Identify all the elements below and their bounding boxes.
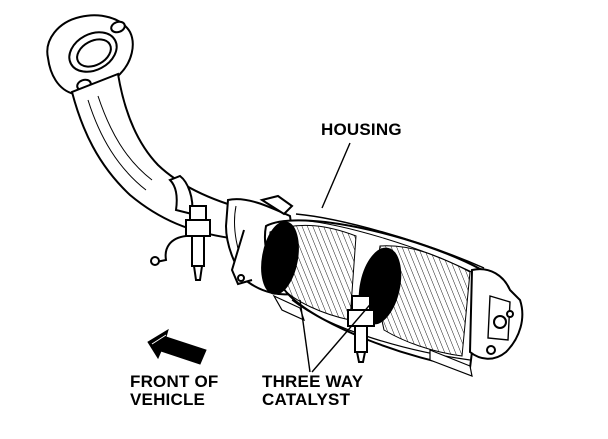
upstream-oxygen-sensor xyxy=(150,205,211,281)
three-way-catalyst-label: THREE WAY CATALYST xyxy=(262,373,363,409)
catalyst-leader-rear xyxy=(311,299,375,373)
front-label-line2: VEHICLE xyxy=(130,390,206,409)
catalyst-face-front xyxy=(261,221,299,295)
front-label-line1: FRONT OF xyxy=(130,372,219,391)
front-arrow-icon xyxy=(147,328,207,365)
catalyst-housing xyxy=(261,213,485,377)
exhaust-flange xyxy=(46,14,134,96)
front-of-vehicle-label: FRONT OF VEHICLE xyxy=(130,373,218,409)
leader-lines xyxy=(299,142,375,373)
down-pipe xyxy=(70,72,250,240)
housing-label: HOUSING xyxy=(321,121,402,139)
catalyst-leader-front xyxy=(299,299,311,373)
housing-leader xyxy=(321,142,351,209)
housing-label-text: HOUSING xyxy=(321,120,402,139)
catalyst-label-line1: THREE WAY xyxy=(262,372,364,391)
outlet-flange xyxy=(468,268,524,360)
catalyst-label-line2: CATALYST xyxy=(262,390,351,409)
